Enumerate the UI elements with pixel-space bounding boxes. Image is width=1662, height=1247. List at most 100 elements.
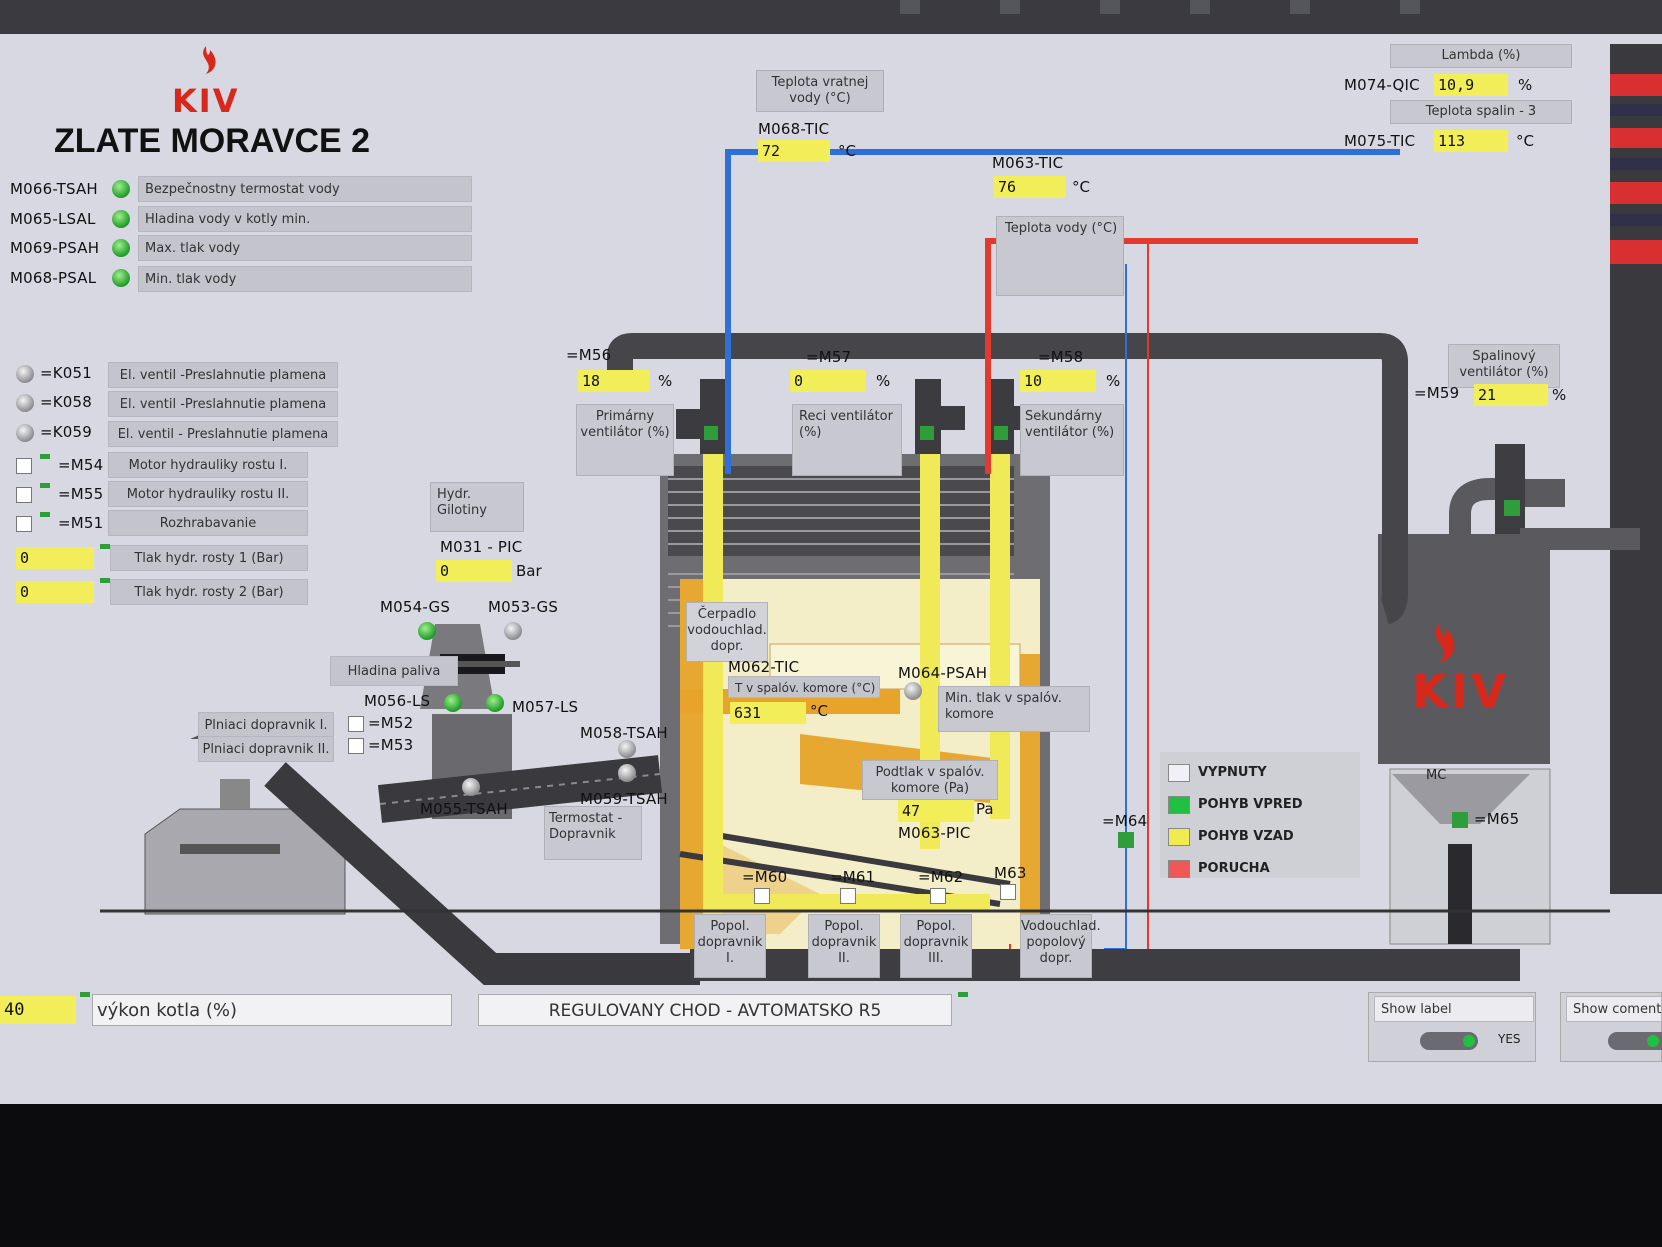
m64-status[interactable] xyxy=(1118,832,1134,848)
alarm-tag: M066-TSAH xyxy=(10,180,98,198)
guillotine-label: Hydr. Gilotiny xyxy=(430,482,524,532)
m65-tag: =M65 xyxy=(1474,810,1520,828)
fuel-level-left-tag: M056-LS xyxy=(364,692,431,710)
fan-unit: % xyxy=(658,372,673,390)
gate-right-tag: M053-GS xyxy=(488,598,559,616)
tsah55-led xyxy=(462,778,480,796)
valve-tag: =K051 xyxy=(40,364,93,382)
legend-label: POHYB VPRED xyxy=(1198,797,1303,812)
legend-label: PORUCHA xyxy=(1198,861,1270,876)
fan-value: 0 xyxy=(790,370,866,392)
flue-fan-tag: =M59 xyxy=(1414,384,1460,402)
motor-desc: Motor hydrauliky rostu I. xyxy=(108,452,308,478)
nav-tab[interactable] xyxy=(1290,0,1310,14)
nav-tab[interactable] xyxy=(1100,0,1120,14)
motor-tag: =M54 xyxy=(58,456,104,474)
gate-right-led xyxy=(504,622,522,640)
fan-tag: =M57 xyxy=(806,348,852,366)
tsah58-led xyxy=(618,740,636,758)
flame-icon xyxy=(1410,619,1470,669)
fan-status[interactable] xyxy=(920,426,934,440)
m64-tag: =M64 xyxy=(1102,812,1148,830)
legend-panel xyxy=(1160,752,1360,878)
tsah59-tag: M059-TSAH xyxy=(580,790,668,808)
fuel-level-right-tag: M057-LS xyxy=(512,698,579,716)
valve-status-led[interactable] xyxy=(16,365,34,383)
guillotine-tag: M031 - PIC xyxy=(440,538,523,556)
motor-checkbox[interactable] xyxy=(16,487,32,503)
chamber-temp-label: T v spalóv. komore (°C) xyxy=(728,676,880,698)
flue-fan-value: 21 xyxy=(1474,384,1548,406)
fan-status[interactable] xyxy=(994,426,1008,440)
motor-checkbox[interactable] xyxy=(16,458,32,474)
motor-desc: Motor hydrauliky rostu II. xyxy=(108,481,308,507)
ash-conveyor-label: Vodouchlad. popolový dopr. xyxy=(1020,914,1101,978)
flue-fan-label: Spalinový ventilátor (%) xyxy=(1448,344,1560,388)
grate-motor-checkbox[interactable] xyxy=(930,888,946,904)
grate-motor-checkbox[interactable] xyxy=(840,888,856,904)
alarm-tag: M069-PSAH xyxy=(10,239,100,257)
lambda-value: 10,9 xyxy=(1434,74,1508,96)
fan-tag: =M56 xyxy=(566,346,612,364)
ash-conveyor-label: Popol. dopravnik II. xyxy=(808,914,880,978)
mc-label: MC xyxy=(1426,768,1447,783)
feeder-label: Plniaci dopravnik I. xyxy=(198,712,334,738)
return-water-value: 72 xyxy=(758,140,830,162)
feeder-checkbox[interactable] xyxy=(348,738,364,754)
monitor-bezel xyxy=(0,1104,1662,1247)
motor-indicator xyxy=(40,512,50,517)
valve-status-led[interactable] xyxy=(16,394,34,412)
valve-desc: El. ventil - Preslahnutie plamena xyxy=(108,421,338,447)
scada-screen: KIV ZLATE MORAVCE 2 KIV M066-TSAH Bezpeč… xyxy=(0,34,1662,1104)
feeder-checkbox[interactable] xyxy=(348,716,364,732)
legend-label: POHYB VZAD xyxy=(1198,829,1294,844)
fan-unit: % xyxy=(876,372,891,390)
grate-motor-checkbox[interactable] xyxy=(754,888,770,904)
guillotine-value: 0 xyxy=(436,560,512,582)
hydraulic-pressure-value: 0 xyxy=(16,547,94,569)
m65-status[interactable] xyxy=(1452,812,1468,828)
supply-water-value: 76 xyxy=(994,176,1066,198)
show-label-toggle[interactable] xyxy=(1420,1032,1478,1050)
alarm-status-led xyxy=(112,239,130,257)
show-comment-toggle[interactable] xyxy=(1608,1032,1662,1050)
hydraulic-desc: Tlak hydr. rosty 2 (Bar) xyxy=(110,579,308,605)
hydraulic-indicator xyxy=(100,544,110,549)
chamber-press-min-tag: M064-PSAH xyxy=(898,664,988,682)
chimney xyxy=(1610,44,1662,894)
grate-motor-tag: =M61 xyxy=(830,868,876,886)
motor-checkbox[interactable] xyxy=(16,516,32,532)
valve-status-led[interactable] xyxy=(16,424,34,442)
lambda-tag: M074-QIC xyxy=(1344,76,1420,94)
operating-mode: REGULOVANY CHOD - AVTOMATSKO R5 xyxy=(478,994,952,1026)
fan-label: Reci ventilátor (%) xyxy=(792,404,902,476)
legend-label: VYPNUTY xyxy=(1198,765,1267,780)
alarm-status-led xyxy=(112,269,130,287)
alarm-desc: Bezpečnostny termostat vody xyxy=(138,176,472,202)
grate-motor-tag: =M60 xyxy=(742,868,788,886)
nav-tab[interactable] xyxy=(900,0,920,14)
nav-tab[interactable] xyxy=(1400,0,1420,14)
motor-tag: =M51 xyxy=(58,514,104,532)
flue-fan-status[interactable] xyxy=(1504,500,1520,516)
legend-swatch xyxy=(1168,796,1190,814)
show-comment-title: Show coment xyxy=(1566,996,1662,1022)
fan-value: 10 xyxy=(1020,370,1096,392)
flue-temp-unit: °C xyxy=(1516,132,1534,150)
chamber-press-value: 47 xyxy=(898,800,974,822)
fan-status[interactable] xyxy=(704,426,718,440)
nav-tab[interactable] xyxy=(1190,0,1210,14)
mode-indicator xyxy=(958,992,968,997)
alarm-desc: Max. tlak vody xyxy=(138,235,472,261)
gate-left-led xyxy=(418,622,436,640)
alarm-status-led xyxy=(112,180,130,198)
nav-tab[interactable] xyxy=(1000,0,1020,14)
ash-conveyor-label: Popol. dopravnik I. xyxy=(694,914,766,978)
chamber-press-min-label: Min. tlak v spalóv. komore xyxy=(938,686,1090,732)
supply-water-tag: M063-TIC xyxy=(992,154,1064,172)
pump-label: Čerpadlo vodouchlad. dopr. xyxy=(686,602,768,662)
grate-motor-checkbox[interactable] xyxy=(1000,884,1016,900)
supply-water-unit: °C xyxy=(1072,178,1090,196)
hydraulic-indicator xyxy=(100,578,110,583)
chamber-press-min-led xyxy=(904,682,922,700)
